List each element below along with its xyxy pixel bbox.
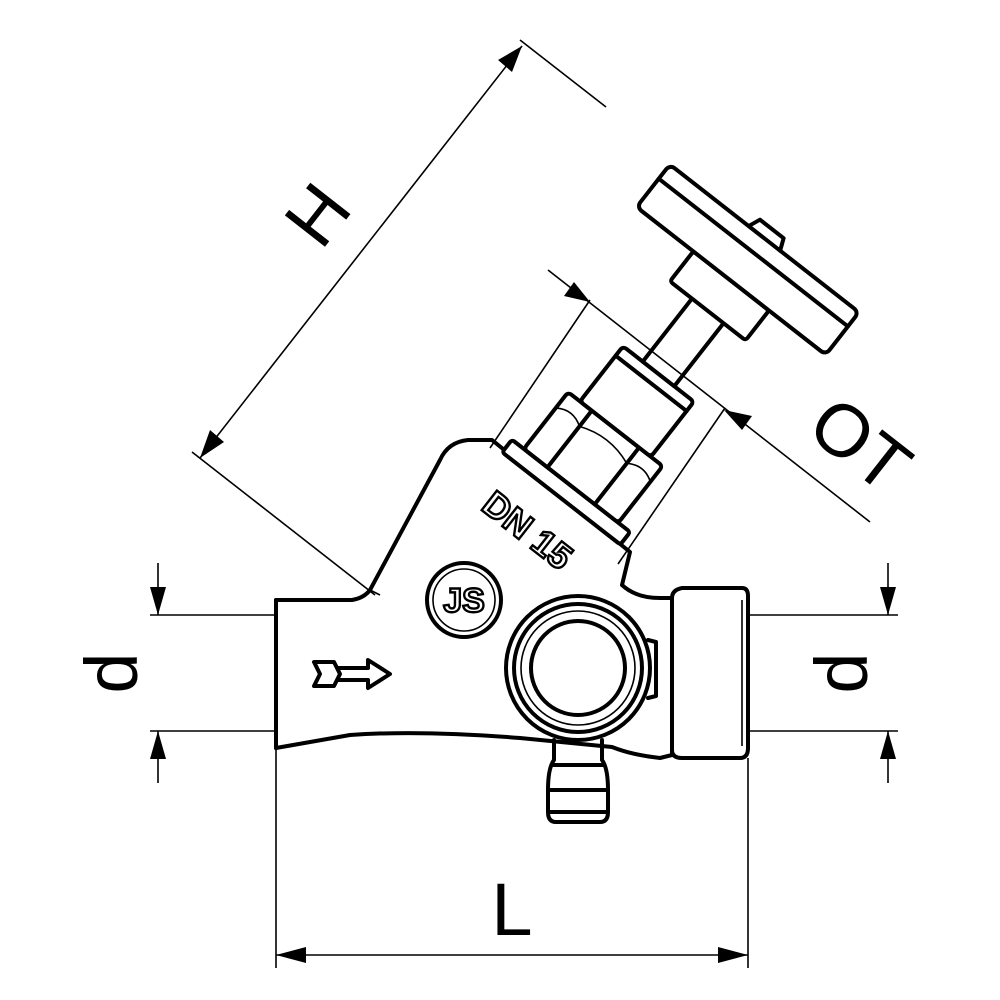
d-right-label: d [800,652,883,693]
hose-barb [546,738,610,824]
body-outline [274,438,674,760]
d-right-arrow-top [880,587,896,615]
h-dimension-line [199,45,523,459]
body-seam [369,589,381,596]
ot-label: OT [794,380,926,509]
d-left-arrow-bottom [150,731,166,759]
spindle-tip [746,217,786,253]
ot-dimension-line [547,269,871,523]
l-label: L [491,868,532,951]
h-extension-top [519,39,607,108]
gland-chamfer [613,353,689,414]
valve-body: JS DN 15 [274,438,750,824]
logo-text: JS [443,582,485,620]
ot-extension-right [617,407,726,565]
js-logo: JS [425,561,503,639]
handwheel-edge [656,176,850,329]
h-arrow-top [498,46,522,72]
h-extension-bottom [191,451,376,596]
dimension-l: L [275,748,749,968]
d-left-arrow-top [150,587,166,615]
drain-port [504,594,652,742]
right-end-fitting [670,586,750,760]
bonnet-assembly [501,164,859,546]
dimension-h: H [191,39,607,596]
dimension-d-right: d [748,563,898,783]
l-arrow-left [276,947,306,963]
handwheel [637,164,859,355]
d-right-arrow-bottom [880,731,896,759]
dimension-d-left: d [70,563,276,783]
ot-arrow-left [564,282,590,302]
d-left-label: d [70,652,153,693]
ot-extension-left [489,299,591,449]
port-boss [646,638,658,700]
h-label: H [268,168,366,261]
ot-arrow-right [724,410,752,430]
h-arrow-bottom [200,430,224,458]
flow-direction-arrow [312,658,392,690]
l-arrow-right [718,947,748,963]
hex-nut [523,391,664,524]
